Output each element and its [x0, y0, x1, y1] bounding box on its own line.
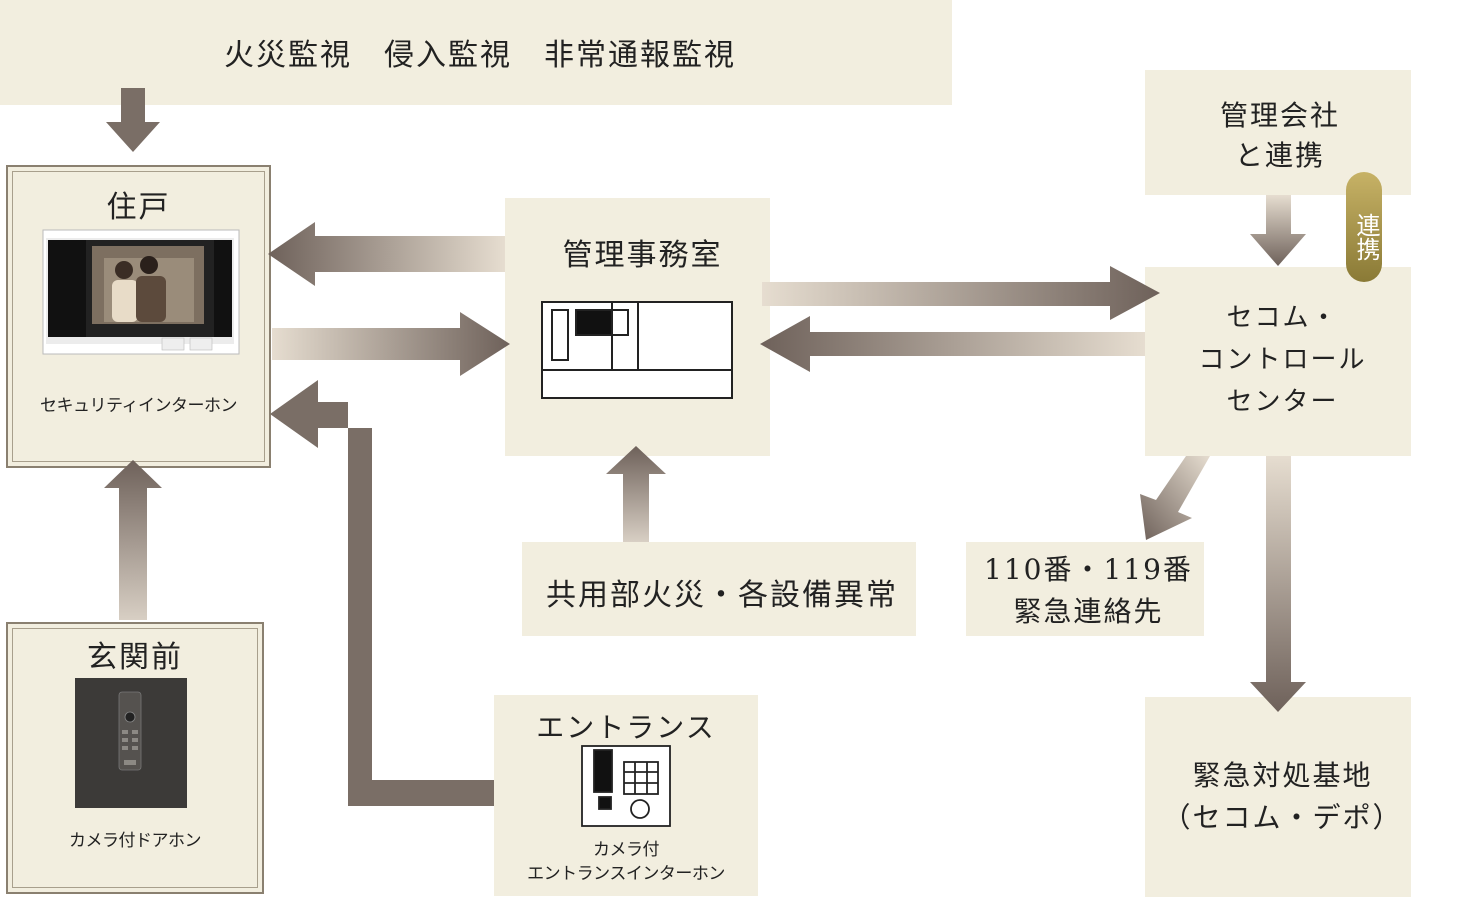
management-console-icon — [541, 301, 733, 399]
arrow-center-to-office — [760, 316, 1145, 372]
management-company-line1: 管理会社 — [1219, 99, 1340, 132]
arrow-company-to-center — [1250, 195, 1306, 266]
management-company-line2: と連携 — [1234, 139, 1325, 172]
door-phone-label: カメラ付ドアホン — [69, 831, 202, 851]
control-center-line3: センター — [1226, 387, 1339, 417]
arrow-center-to-contacts — [1140, 456, 1210, 540]
entrance-intercom-icon — [581, 745, 671, 827]
common-area-text: 共用部火災・各設備異常 — [546, 578, 898, 613]
entrance-device-label-2: エントランスインターホン — [527, 864, 725, 884]
control-center-line1: セコム・ — [1226, 303, 1339, 333]
arrow-center-to-base — [1250, 456, 1306, 712]
door-phone-device — [75, 678, 187, 808]
dwelling-title: 住戸 — [106, 190, 171, 225]
entrance-device-label-1: カメラ付 — [593, 840, 660, 860]
link-badge: 連携 — [1346, 172, 1382, 282]
entrance-title: エントランス — [536, 711, 716, 744]
arrow-office-to-center — [762, 266, 1160, 320]
emergency-base-line1: 緊急対処基地 — [1192, 759, 1373, 792]
monitoring-banner-text: 火災監視 侵入監視 非常通報監視 — [224, 38, 736, 73]
emergency-contacts-line2: 緊急連絡先 — [1013, 595, 1164, 628]
emergency-base-box — [1145, 697, 1411, 897]
arrow-banner-to-dwelling — [106, 88, 160, 152]
security-intercom-label: セキュリティインターホン — [40, 396, 237, 416]
arrow-frontdoor-to-dwelling — [104, 460, 162, 620]
security-intercom-device — [42, 229, 240, 355]
emergency-contacts-box — [966, 542, 1204, 636]
management-office-title: 管理事務室 — [562, 238, 723, 273]
monitoring-banner-box — [0, 0, 952, 105]
control-center-line2: コントロール — [1198, 345, 1367, 375]
arrow-common-to-office — [606, 446, 666, 542]
common-area-box — [522, 542, 916, 636]
emergency-contacts-line1: 110番・119番 — [984, 553, 1193, 586]
arrow-office-to-dwelling — [268, 222, 505, 286]
emergency-base-line2: （セコム・デポ） — [1162, 801, 1403, 834]
front-door-title: 玄関前 — [87, 640, 183, 675]
arrow-entrance-to-dwelling — [270, 380, 494, 806]
arrow-dwelling-to-office — [272, 312, 510, 376]
control-center-box — [1145, 267, 1411, 456]
